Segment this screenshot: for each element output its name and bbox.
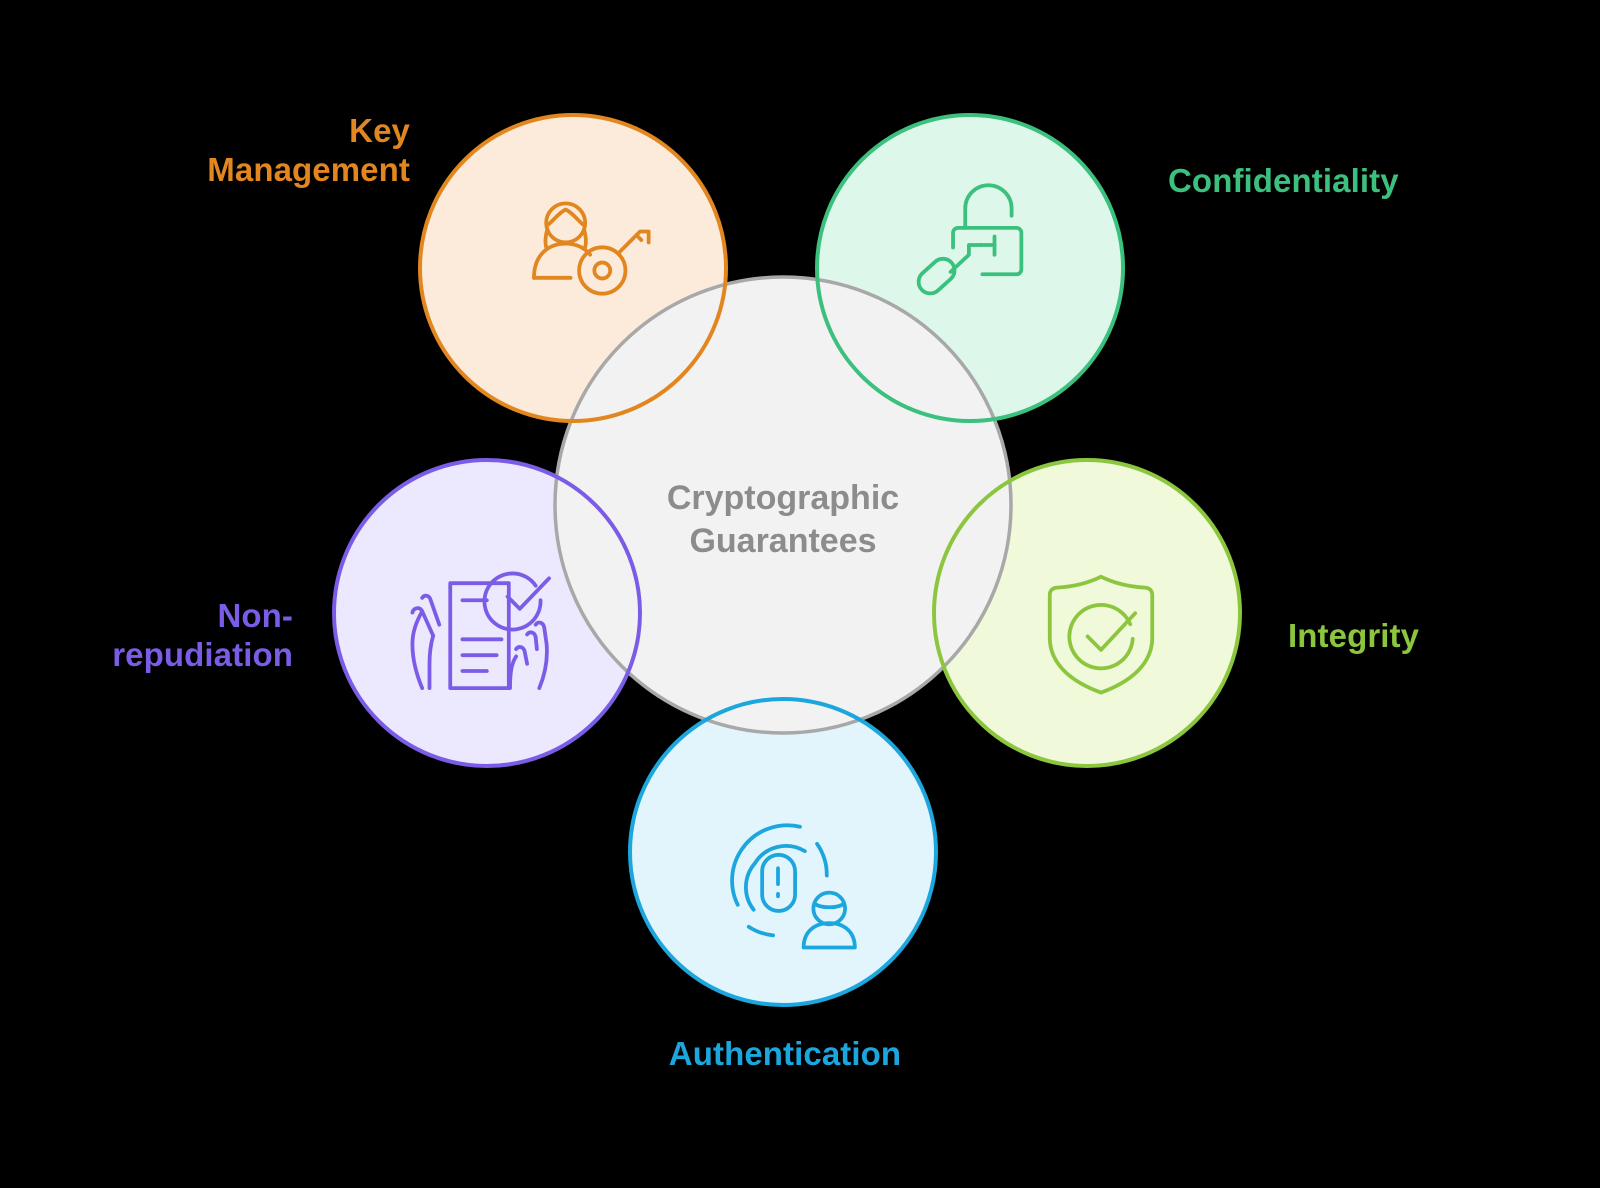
petal-strokes-layer (332, 113, 1242, 1007)
petal-label-confidentiality: Confidentiality (1168, 162, 1498, 201)
petal-outline-integrity[interactable] (932, 458, 1242, 768)
petal-label-non-repudiation-line-1: Non- (217, 597, 293, 634)
center-title-group: Cryptographic Guarantees (667, 479, 899, 560)
petal-label-authentication-line-1: Authentication (668, 1035, 902, 1072)
petal-label-integrity: Integrity (1288, 617, 1538, 656)
center-title-line-2: Guarantees (689, 522, 876, 560)
petal-outline-confidentiality[interactable] (815, 113, 1125, 423)
padlock-key-icon (916, 183, 1024, 296)
petal-fills-layer (334, 115, 1240, 1005)
person-key-icon (532, 201, 651, 296)
petal-label-key-management: Key Management (116, 112, 410, 189)
petal-label-integrity-line-1: Integrity (1288, 617, 1420, 654)
petal-label-key-management-line-1: Key (349, 112, 410, 149)
fingerprint-person-icon (730, 823, 857, 950)
petal-fill-authentication (630, 699, 936, 1005)
petal-label-confidentiality-line-1: Confidentiality (1168, 162, 1399, 199)
signed-document-icon (410, 571, 551, 691)
center-title-line-1: Cryptographic (667, 479, 899, 517)
petal-label-non-repudiation: Non- repudiation (28, 597, 293, 674)
petal-label-key-management-line-2: Management (207, 150, 410, 188)
petal-outline-authentication[interactable] (628, 697, 938, 1007)
petal-label-non-repudiation-line-2: repudiation (112, 635, 293, 673)
petal-outline-non-repudiation[interactable] (332, 458, 642, 768)
petal-outline-key-management[interactable] (418, 113, 728, 423)
shield-check-icon (1047, 574, 1155, 695)
center-circle[interactable] (553, 275, 1013, 735)
petal-label-authentication: Authentication (600, 1035, 970, 1074)
